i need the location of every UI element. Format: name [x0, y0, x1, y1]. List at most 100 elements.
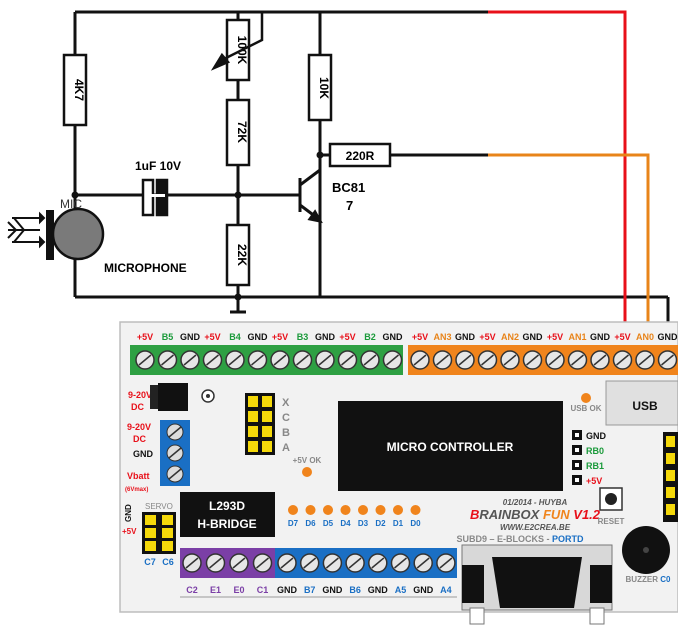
led	[393, 505, 403, 515]
header-label: GND	[523, 332, 544, 342]
header-label: +5V	[204, 332, 220, 342]
header-label: AN3	[433, 332, 451, 342]
resistor-72k: 72K	[225, 98, 251, 167]
transistor-label-1: BC81	[332, 180, 365, 195]
power-label-1: 9-20V	[127, 422, 151, 432]
led-label: D2	[375, 519, 386, 528]
orange-terminal-screws	[410, 350, 678, 370]
terminal-label: B7	[304, 585, 316, 595]
terminal-label: C2	[186, 585, 198, 595]
reset-label: RESET	[598, 517, 625, 526]
header-label: +5V	[547, 332, 563, 342]
resistor-100k: 100K	[225, 18, 251, 82]
usb-connector	[605, 380, 678, 426]
h-bridge-chip	[180, 492, 275, 537]
jumper-pin	[248, 396, 258, 407]
resistor-label: 220R	[346, 149, 375, 163]
power-label-gnd: GND	[133, 449, 154, 459]
header-label: B5	[162, 332, 174, 342]
servo-5v-label: +5V	[122, 527, 137, 536]
jumper-pin	[248, 426, 258, 437]
dc-label-1: 9-20V	[128, 390, 152, 400]
servo-pins	[142, 512, 176, 554]
header-label: GND	[315, 332, 336, 342]
header-label: GND	[590, 332, 611, 342]
right-pin-header	[663, 432, 678, 522]
port-pin-label: GND	[586, 431, 607, 441]
capacitor: 1uF 10V	[135, 159, 181, 217]
buzzer-label: BUZZER C0	[626, 575, 671, 584]
led	[340, 505, 351, 515]
header-label: GND	[248, 332, 269, 342]
resistor-22k: 22K	[225, 223, 251, 287]
orange-terminal-block	[408, 345, 678, 375]
led-label: D0	[410, 519, 421, 528]
brand-date: 01/2014 - HUYBA	[503, 498, 568, 507]
led-label: D4	[340, 519, 351, 528]
jumper-pin	[262, 441, 272, 452]
led	[323, 505, 333, 515]
mcu-label: MICRO CONTROLLER	[387, 440, 514, 454]
led-label: D5	[323, 519, 334, 528]
junction-dots	[71, 151, 324, 301]
transistor-bc817	[290, 155, 323, 297]
dc-jack-body	[158, 383, 188, 411]
servo-c7-label: C7	[144, 557, 156, 567]
header-label: +5V	[339, 332, 355, 342]
header-label: +5V	[272, 332, 288, 342]
terminal-label: C1	[257, 585, 269, 595]
servo-gnd-label: GND	[124, 504, 133, 522]
led-label: D1	[393, 519, 404, 528]
sound-waves-icon	[7, 211, 46, 249]
jumper-pin	[262, 426, 272, 437]
usb-label: USB	[632, 399, 658, 413]
port-pin-label: RB1	[586, 461, 604, 471]
power-terminal-screws	[166, 423, 184, 483]
red-5v-wire	[488, 10, 627, 350]
header-label: GND	[455, 332, 476, 342]
subd-label: SUBD9 – E-BLOCKS - PORTD	[456, 534, 584, 544]
terminal-label: GND	[413, 585, 434, 595]
h-bridge-label-1: L293D	[209, 499, 245, 513]
terminal-label: GND	[322, 585, 343, 595]
brand-url: WWW.E2CREA.BE	[500, 523, 571, 532]
terminal-label: GND	[277, 585, 298, 595]
resistor-label: 22K	[235, 244, 249, 266]
led-label: D6	[305, 519, 316, 528]
led	[305, 505, 316, 515]
header-label: GND	[383, 332, 404, 342]
dc-label-2: DC	[131, 402, 144, 412]
led	[288, 505, 298, 515]
jumper-pin	[262, 396, 272, 407]
resistor-label: 72K	[235, 121, 249, 143]
terminal-label: B6	[349, 585, 361, 595]
header-label: B2	[364, 332, 376, 342]
transistor-label-2: 7	[346, 198, 353, 213]
servo-label: SERVO	[145, 502, 173, 511]
power-label-2: DC	[133, 434, 146, 444]
header-label: +5V	[479, 332, 495, 342]
plus5v-ok-led	[302, 467, 312, 477]
led	[410, 505, 421, 515]
micro-controller-chip	[338, 401, 563, 491]
green-terminal-screws	[135, 350, 403, 370]
microphone-label: MICROPHONE	[104, 261, 187, 275]
jumper-label: A	[282, 442, 290, 454]
power-label-vbatt: Vbatt	[127, 471, 150, 481]
terminal-label: E1	[210, 585, 221, 595]
header-label: GND	[180, 332, 201, 342]
header-label: AN1	[568, 332, 586, 342]
header-label: B3	[297, 332, 309, 342]
led-label: D3	[358, 519, 369, 528]
header-label: +5V	[137, 332, 153, 342]
terminal-label: A4	[440, 585, 452, 595]
brand-logo: BRAINBOX FUN V1.2	[470, 507, 601, 522]
terminal-label: E0	[233, 585, 244, 595]
